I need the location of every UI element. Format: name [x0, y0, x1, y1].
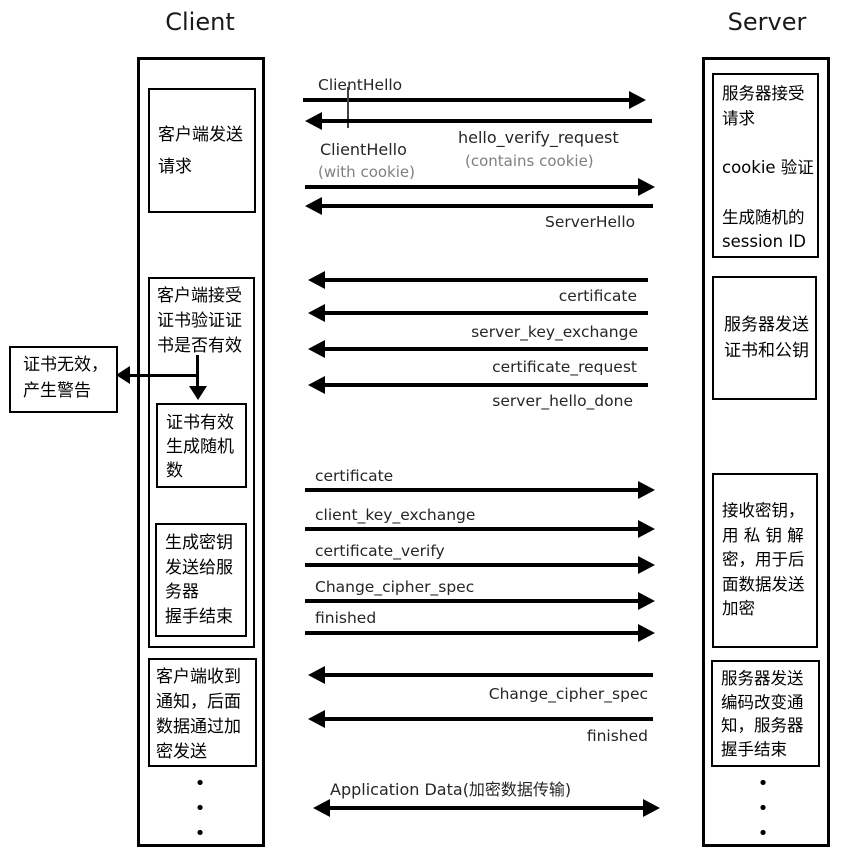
arrowhead-left-icon: [308, 340, 325, 358]
arrow-hello-verify-request: [305, 112, 652, 130]
arrowhead-left-icon: [308, 666, 325, 684]
arrowhead-right-icon: [638, 556, 655, 574]
client-warning-box: 证书无效， 产生警告: [9, 346, 118, 413]
arrowhead-left-icon: [308, 271, 325, 289]
msg-label-change-cipher-spec-client: Change_cipher_spec: [315, 578, 475, 596]
arrow-application-data: [313, 799, 660, 817]
arrowhead-left-icon: [308, 304, 325, 322]
msg-label-server-key-exchange: server_key_exchange: [471, 323, 638, 341]
arrow-serverhello: [305, 197, 653, 215]
msg-label-application-data: Application Data(加密数据传输): [330, 780, 572, 799]
client-box-cert-valid: 证书有效 生成随机 数: [156, 403, 247, 488]
arrow-finished-server: [308, 710, 653, 728]
server-ellipsis: • • •: [757, 773, 769, 844]
arrow-change-cipher-spec-client: [305, 592, 655, 610]
arrow-client-key-exchange: [305, 520, 655, 538]
arrowhead-right-icon: [638, 178, 655, 196]
client-box-send-request: 客户端发送 请求: [148, 88, 256, 213]
arrow-clienthello-1: [303, 91, 646, 109]
arrowhead-right-icon: [638, 592, 655, 610]
client-title: Client: [165, 8, 235, 36]
arrow-certificate-server: [308, 271, 648, 289]
msg-label-certificate-server: certificate: [558, 287, 637, 305]
msg-label-certificate-request: certificate_request: [492, 358, 637, 376]
client-ellipsis: • • •: [194, 773, 206, 844]
msg-label-hello-verify-request: hello_verify_request: [458, 128, 619, 147]
server-box-change-notice: 服务器发送 编码改变通 知，服务器 握手结束: [711, 660, 820, 767]
arrow-certificate-request: [308, 340, 648, 358]
arrowhead-left-icon: [308, 376, 325, 394]
arrowhead-right-icon: [629, 91, 646, 109]
msg-note-contains-cookie: (contains cookie): [465, 152, 594, 170]
server-box-send-cert: 服务器发送 证书和公钥: [712, 276, 817, 400]
cert-valid-arrowhead-icon: [189, 386, 207, 400]
arrow-server-hello-done: [308, 376, 648, 394]
arrowhead-left-icon: [313, 799, 330, 817]
arrow-clienthello-2: [305, 178, 655, 196]
arrow-server-key-exchange: [308, 304, 648, 322]
arrowhead-right-icon: [643, 799, 660, 817]
arrowhead-right-icon: [638, 624, 655, 642]
msg-label-finished-server: finished: [586, 727, 648, 745]
arrowhead-left-icon: [305, 197, 322, 215]
arrow-certificate-client: [305, 481, 655, 499]
server-box-receive-key: 接收密钥， 用 私 钥 解 密，用于后 面数据发送 加密: [712, 473, 818, 648]
arrow-change-cipher-spec-server: [308, 666, 653, 684]
msg-label-clienthello-1: ClientHello: [318, 76, 403, 94]
msg-label-serverhello: ServerHello: [545, 213, 636, 231]
msg-label-clienthello-2: ClientHello: [320, 140, 407, 159]
msg-label-change-cipher-spec-server: Change_cipher_spec: [488, 685, 648, 703]
client-box-gen-key: 生成密钥 发送给服 务器 握手结束: [155, 523, 247, 637]
arrow-finished-client: [305, 624, 655, 642]
arrowhead-left-icon: [305, 112, 322, 130]
msg-label-certificate-client: certificate: [315, 467, 394, 485]
msg-note-with-cookie: (with cookie): [318, 163, 415, 181]
arrow-certificate-verify: [305, 556, 655, 574]
cert-invalid-line: [130, 374, 198, 377]
msg-label-certificate-verify: certificate_verify: [315, 542, 445, 560]
arrowhead-right-icon: [638, 481, 655, 499]
arrowhead-right-icon: [638, 520, 655, 538]
msg-label-finished-client: finished: [315, 609, 377, 627]
cert-check-down-line: [196, 355, 199, 388]
server-title: Server: [727, 8, 807, 36]
msg-label-server-hello-done: server_hello_done: [492, 392, 633, 410]
arrowhead-left-icon: [308, 710, 325, 728]
msg-label-client-key-exchange: client_key_exchange: [315, 506, 476, 524]
server-box-accept-request: 服务器接受 请求 cookie 验证 生成随机的 session ID: [712, 73, 819, 258]
client-box-received-notice: 客户端收到 通知，后面 数据通过加 密发送: [148, 658, 257, 767]
cert-invalid-arrowhead-icon: [116, 366, 130, 384]
retransmit-tick-mark: [347, 87, 349, 128]
